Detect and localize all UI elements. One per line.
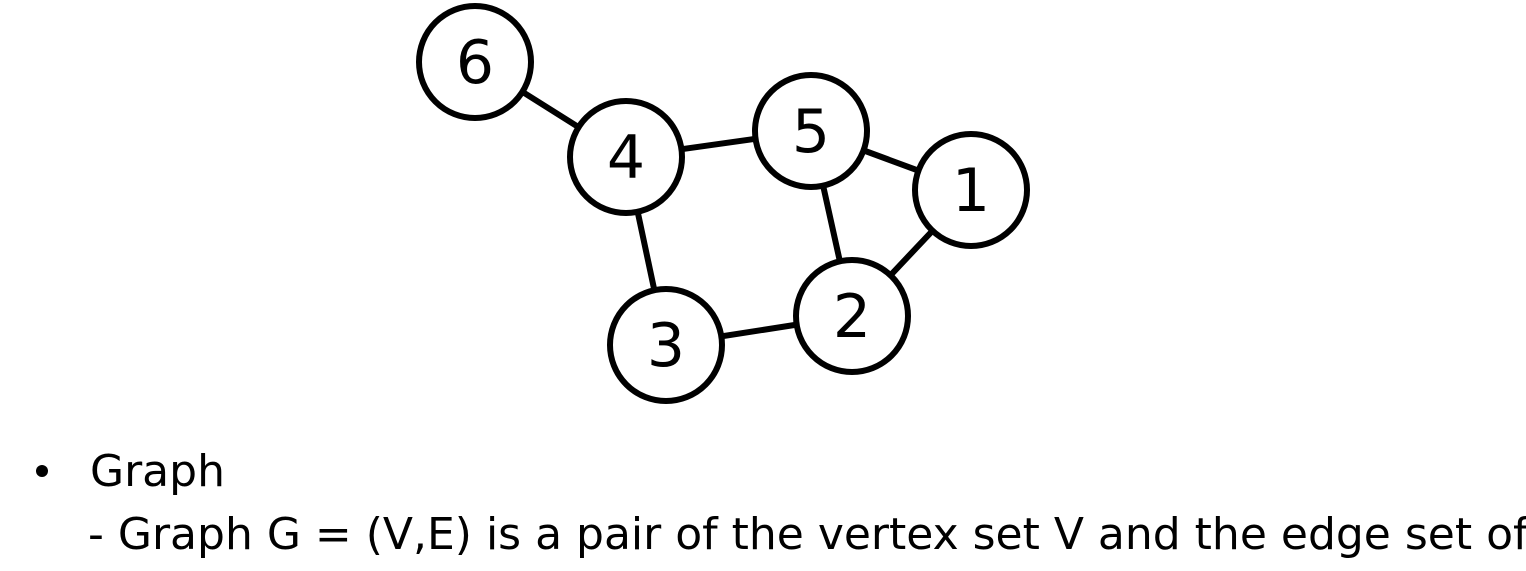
bullet-item: Graph [36,443,225,499]
node-5: 5 [752,72,870,190]
node-label: 4 [607,123,645,193]
node-label: 3 [647,311,685,381]
nodes-layer: 1 2 3 4 5 6 [416,3,1030,404]
node-circle [793,257,911,375]
node-3: 3 [607,286,725,404]
node-6: 6 [416,3,534,121]
node-2: 2 [793,257,911,375]
node-circle [567,98,685,216]
graph-diagram: 1 2 3 4 5 6 [416,3,1030,404]
node-label: 6 [456,28,494,98]
node-circle [416,3,534,121]
graph-definition-text: - Graph G = (V,E) is a pair of the verte… [88,509,1526,560]
bullet-dot-icon [36,465,48,477]
node-1: 1 [912,131,1030,249]
node-label: 5 [792,97,830,167]
node-4: 4 [567,98,685,216]
node-circle [607,286,725,404]
node-label: 2 [833,282,871,352]
node-label: 1 [952,156,990,226]
bullet-heading: Graph [90,445,225,497]
node-circle [912,131,1030,249]
node-circle [752,72,870,190]
